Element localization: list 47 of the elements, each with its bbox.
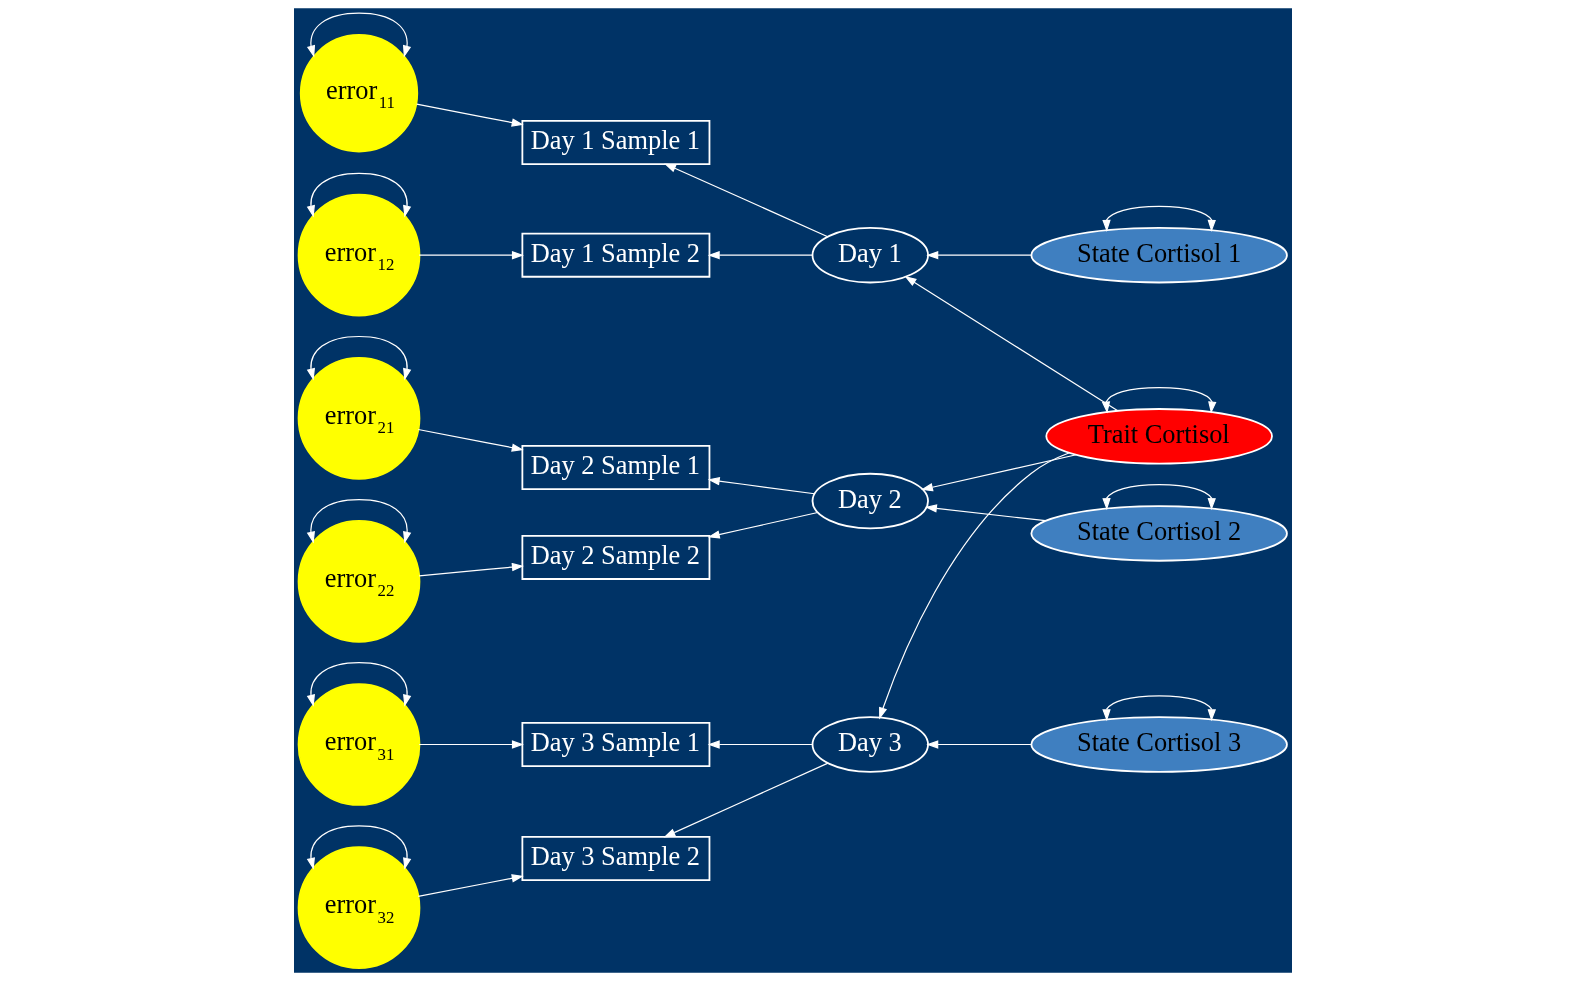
node-circle: error$_{21}$ bbox=[297, 356, 420, 480]
node-box: Day 3 Sample 2 bbox=[520, 835, 710, 881]
arrow bbox=[707, 250, 813, 260]
node-box: Day 2 Sample 2 bbox=[520, 534, 710, 580]
arrow bbox=[1101, 205, 1216, 232]
arrow bbox=[415, 103, 524, 127]
arrow bbox=[306, 662, 411, 707]
arrow bbox=[663, 163, 828, 238]
arrow bbox=[924, 504, 1046, 522]
arrow bbox=[306, 825, 411, 870]
node-circle: error$_{32}$ bbox=[297, 846, 420, 969]
node-box: Day 3 Sample 1 bbox=[520, 722, 710, 767]
arrow bbox=[418, 740, 524, 749]
arrow bbox=[925, 740, 1032, 749]
arrow bbox=[417, 428, 524, 452]
node-box: Day 2 Sample 1 bbox=[520, 445, 710, 490]
node-ellipse: State Cortisol 2 bbox=[1029, 505, 1288, 562]
arrow bbox=[662, 762, 829, 838]
arrow bbox=[1101, 386, 1216, 414]
arrow bbox=[306, 335, 411, 381]
arrow bbox=[1101, 484, 1216, 511]
node-ellipse: Trait Cortisol bbox=[1044, 408, 1273, 465]
arrow bbox=[707, 511, 818, 539]
arrow bbox=[417, 874, 524, 897]
node-circle: error$_{31}$ bbox=[297, 683, 420, 806]
arrow bbox=[920, 454, 1077, 492]
node-box: Day 1 Sample 2 bbox=[520, 232, 710, 278]
arrow bbox=[707, 740, 813, 749]
arrow bbox=[878, 452, 1070, 720]
node-ellipse: Day 2 bbox=[811, 472, 929, 530]
node-box: Day 1 Sample 1 bbox=[520, 119, 710, 165]
node-ellipse: Day 1 bbox=[811, 227, 929, 284]
arrow bbox=[418, 562, 524, 577]
node-circle: error$_{12}$ bbox=[297, 193, 420, 317]
node-circle: error$_{22}$ bbox=[297, 520, 420, 643]
arrow bbox=[1101, 695, 1216, 722]
node-ellipse: Day 3 bbox=[811, 716, 929, 773]
arrow bbox=[418, 250, 524, 260]
node-ellipse: State Cortisol 1 bbox=[1029, 227, 1288, 284]
arrow bbox=[306, 499, 411, 544]
node-ellipse: State Cortisol 3 bbox=[1029, 716, 1288, 773]
node-circle: error$_{11}$ bbox=[299, 34, 418, 153]
arrow bbox=[904, 276, 1118, 412]
arrow bbox=[925, 250, 1032, 260]
arrow bbox=[306, 172, 411, 218]
arrow bbox=[306, 12, 411, 58]
arrow bbox=[707, 476, 815, 495]
